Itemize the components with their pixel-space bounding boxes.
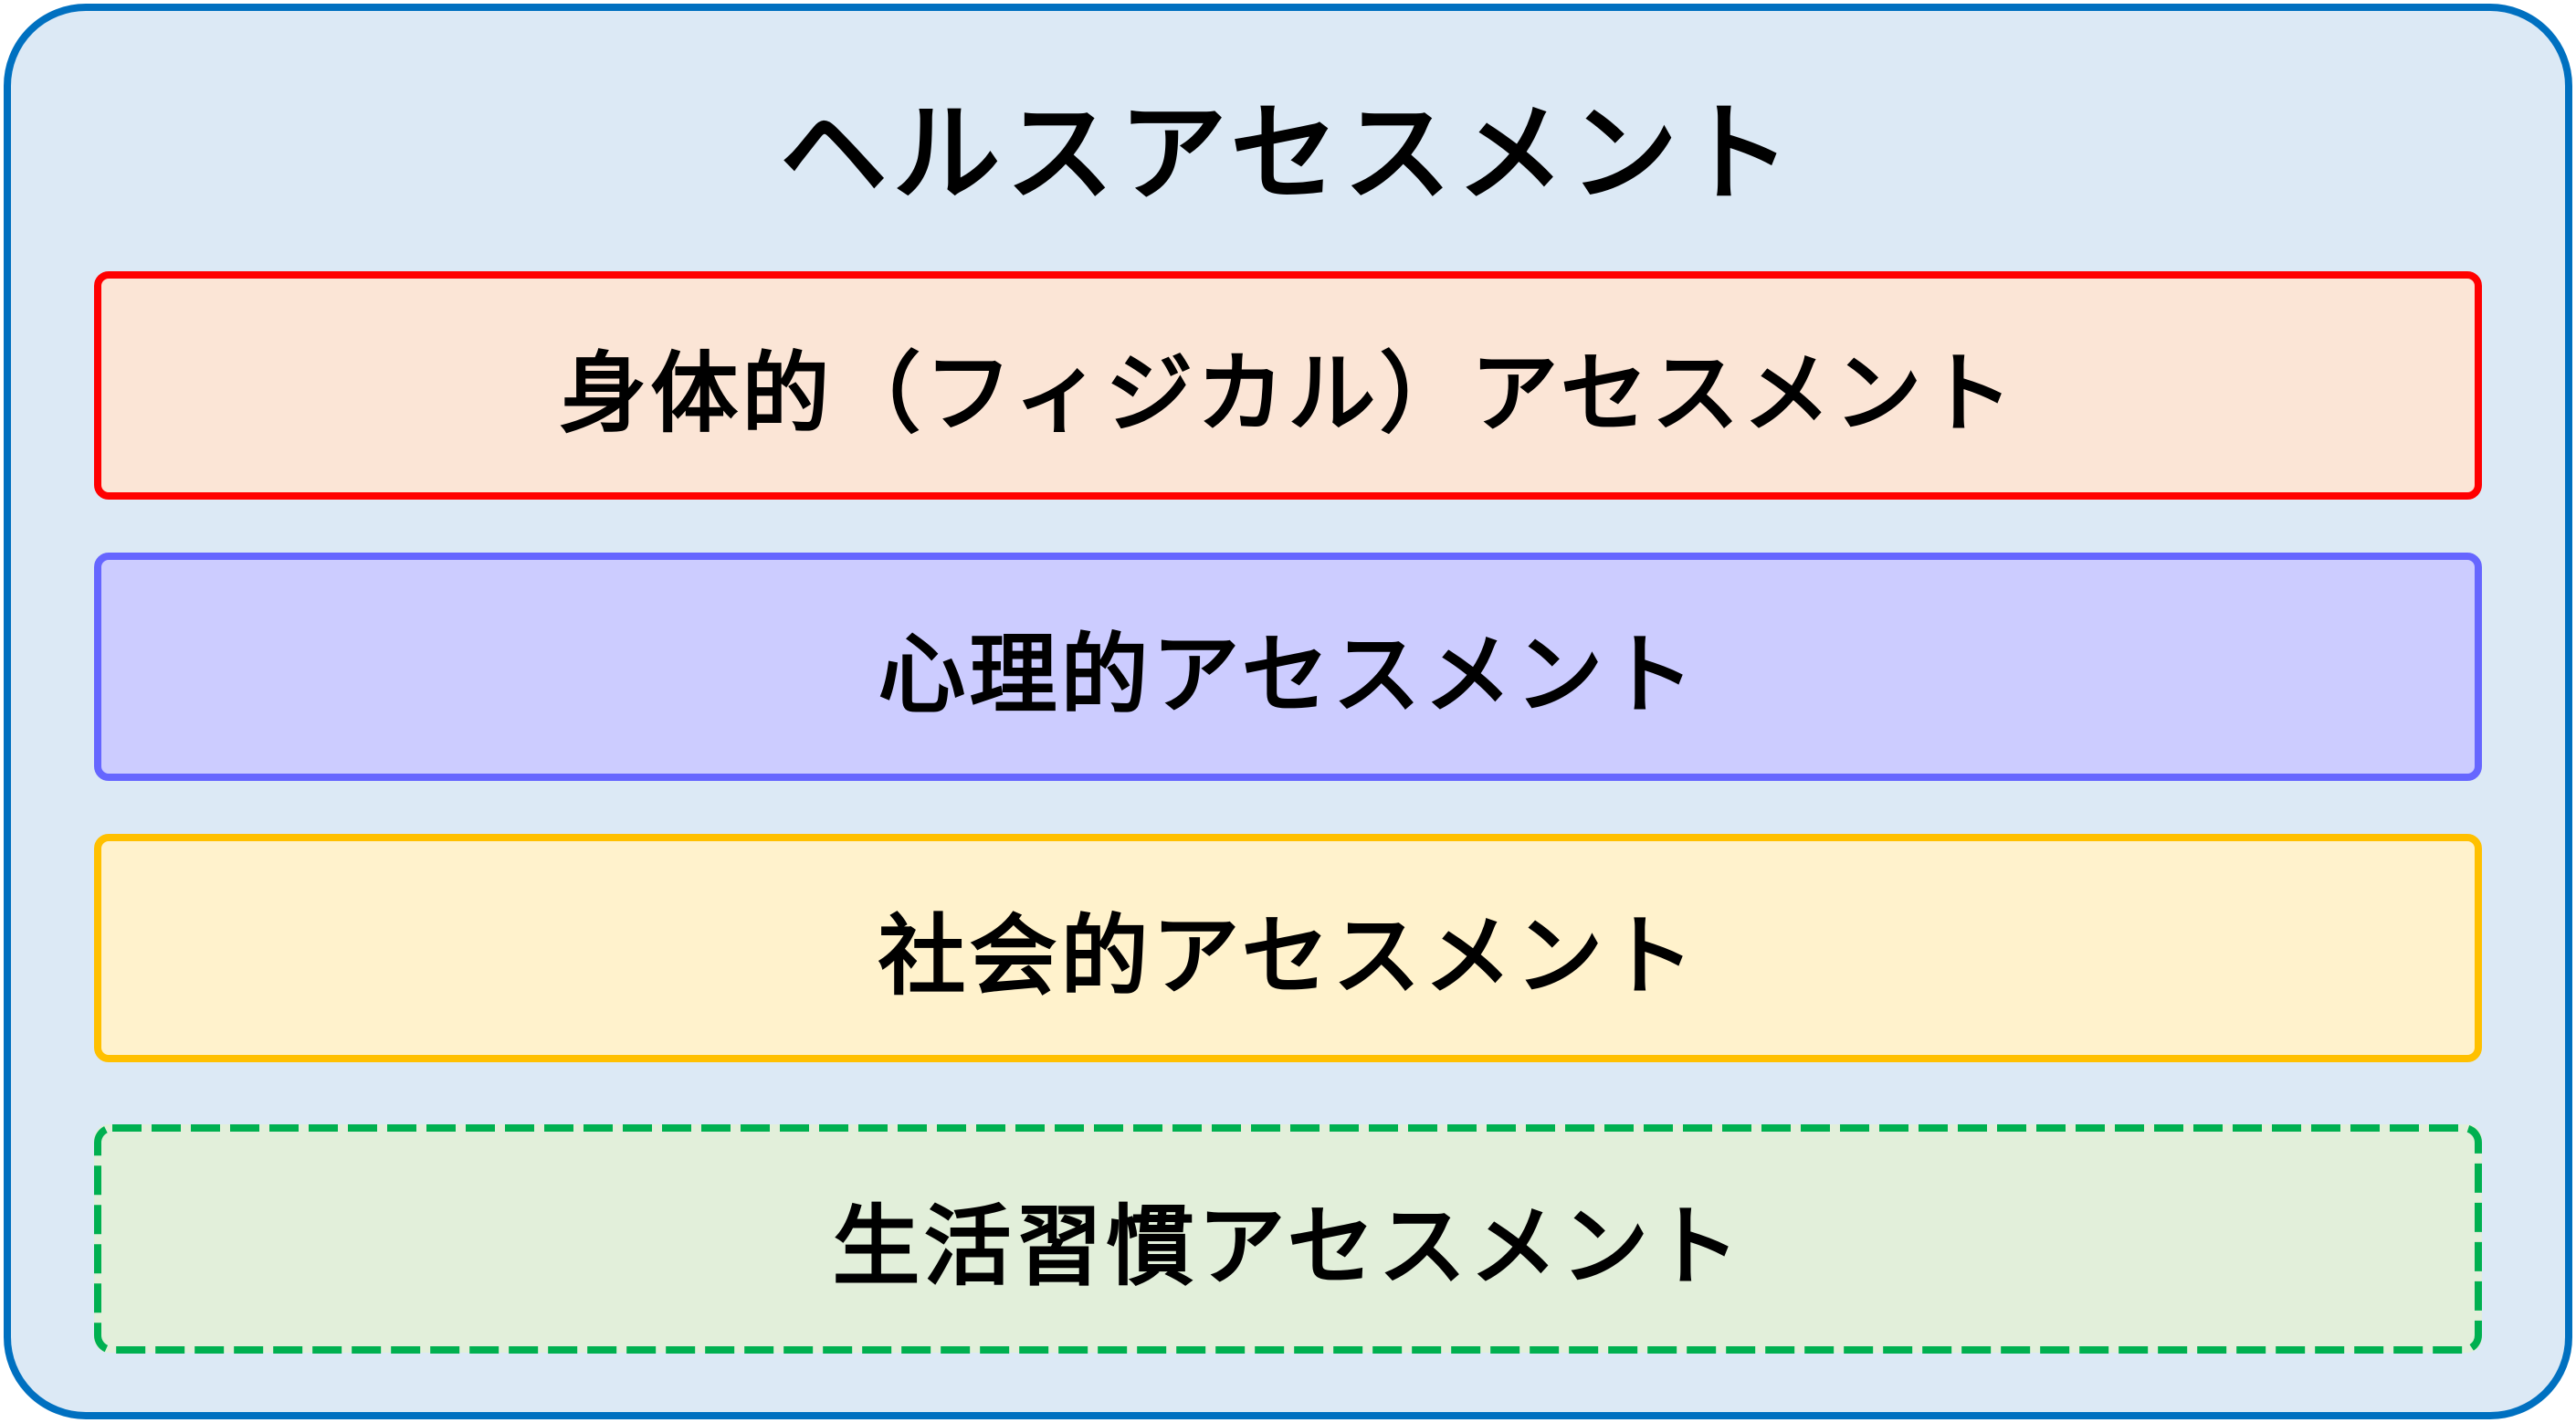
diagram-title: ヘルスアセスメント bbox=[779, 90, 1797, 216]
social-assessment-box: 社会的アセスメント bbox=[94, 834, 2482, 1062]
social-assessment-label: 社会的アセスメント bbox=[878, 904, 1698, 1007]
psychological-assessment-box: 心理的アセスメント bbox=[94, 553, 2482, 781]
physical-assessment-label: 身体的（フィジカル）アセスメント bbox=[559, 342, 2017, 445]
lifestyle-assessment-label: 生活習慣アセスメント bbox=[832, 1195, 1744, 1298]
psychological-assessment-label: 心理的アセスメント bbox=[878, 623, 1698, 726]
lifestyle-assessment-box: 生活習慣アセスメント bbox=[94, 1124, 2482, 1354]
physical-assessment-box: 身体的（フィジカル）アセスメント bbox=[94, 271, 2482, 500]
